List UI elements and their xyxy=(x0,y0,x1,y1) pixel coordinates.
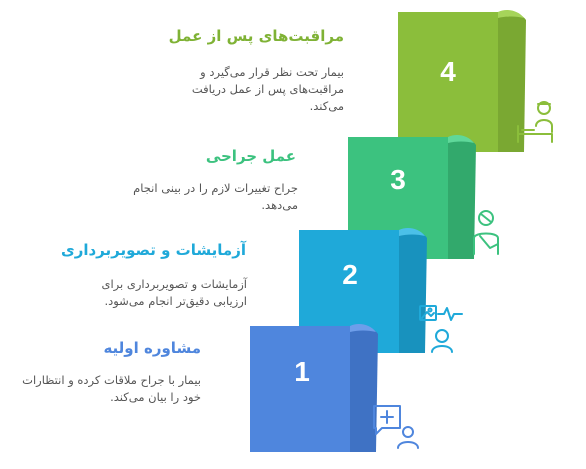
doctor-consultation-icon xyxy=(373,405,419,449)
step-2-tab xyxy=(399,228,425,236)
step-3-fold xyxy=(448,136,476,259)
step-1-number: 1 xyxy=(294,356,310,387)
step-1-tab xyxy=(350,324,376,332)
step-3-tab xyxy=(448,135,474,143)
step-4-banner xyxy=(398,10,526,153)
step-2-title: آزمایشات و تصویربرداری xyxy=(60,241,246,259)
post-op-care-icon xyxy=(517,101,553,143)
step-4-tab xyxy=(498,10,524,18)
step-2-description: آزمایشات و تصویربرداری برای ارزیابی دقیق… xyxy=(101,277,247,308)
step-1-title: مشاوره اولیه xyxy=(103,339,201,357)
step-1-bar xyxy=(250,326,350,452)
surgery-patient-icon xyxy=(473,210,499,255)
medical-imaging-icon xyxy=(419,305,463,353)
step-3-bar xyxy=(348,137,448,259)
step-4-bar xyxy=(398,12,498,152)
step-4-title: مراقبت‌های پس از عمل xyxy=(168,27,344,45)
step-1-fold xyxy=(350,325,378,452)
step-2-banner xyxy=(299,228,427,353)
step-4-description: بیمار تحت نظر قرار می‌گیرد و مراقبت‌های … xyxy=(191,65,344,113)
step-3-description: جراح تغییرات لازم را در بینی انجام می‌ده… xyxy=(133,181,298,212)
step-2-bar xyxy=(299,230,399,353)
step-4-number: 4 xyxy=(440,56,456,87)
step-1-banner xyxy=(250,324,378,452)
step-2-number: 2 xyxy=(342,259,358,290)
step-3-number: 3 xyxy=(390,164,406,195)
step-3-banner xyxy=(348,135,476,259)
step-3-title: عمل جراحی xyxy=(205,147,296,165)
step-2-fold xyxy=(399,229,427,353)
step-4-fold xyxy=(498,11,526,153)
step-1-description: بیمار با جراح ملاقات کرده و انتظارات خود… xyxy=(22,373,201,404)
